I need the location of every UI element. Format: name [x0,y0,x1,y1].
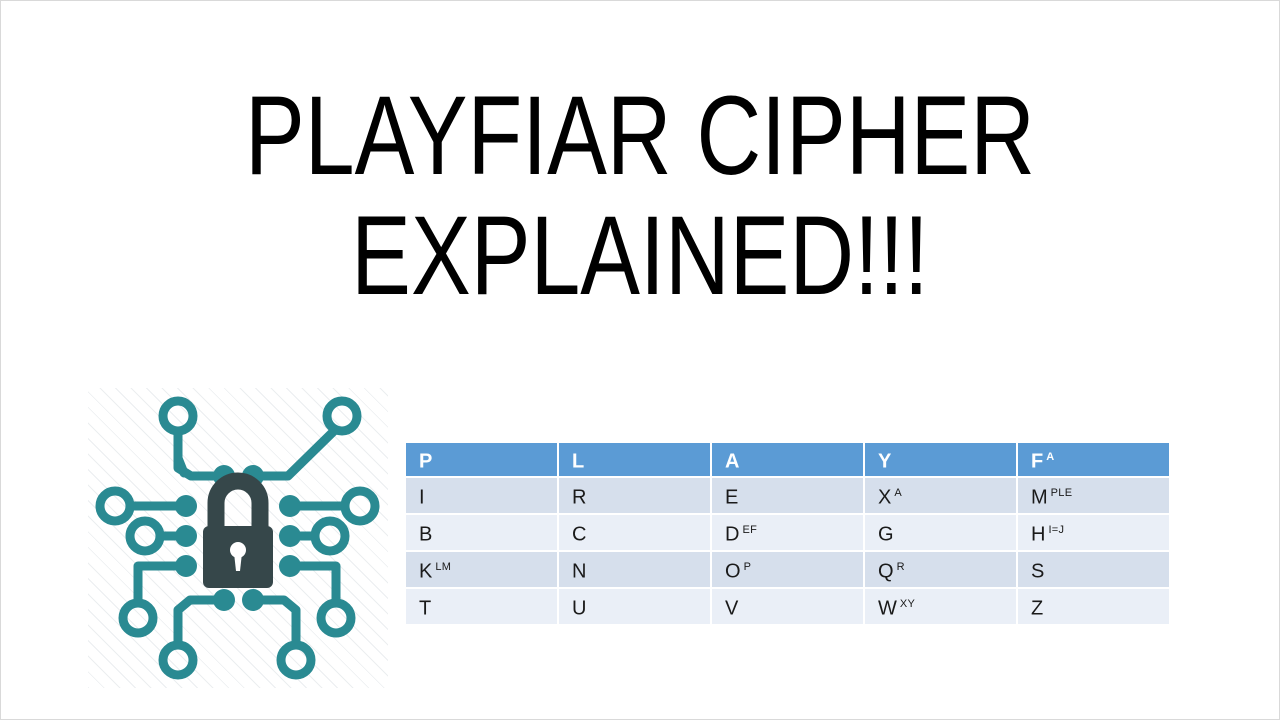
table-cell: V [712,589,863,624]
cell-superscript: P [743,561,752,574]
table-header-cell: Y [865,443,1016,476]
cell-letter: S [1031,560,1045,583]
cell-letter: X [878,486,892,509]
table-header-cell: P [406,443,557,476]
title-line-2: EXPLAINED!!! [351,193,929,318]
cell-letter: A [725,450,740,473]
table-cell: I [406,478,557,513]
cell-letter: H [1031,523,1046,546]
padlock-glyph [203,472,273,588]
cell-letter: P [419,450,433,473]
cell-letter: K [419,560,433,583]
cell-superscript: LM [435,561,452,574]
cell-letter: Z [1031,597,1044,620]
cell-letter: O [725,560,741,583]
cell-letter: E [725,486,739,509]
cell-letter: W [878,597,897,620]
cell-superscript: EF [742,524,758,537]
slide-title: PLAYFIAR CIPHER EXPLAINED!!! [60,76,1220,316]
cell-letter: L [572,450,585,473]
cell-letter: C [572,523,587,546]
cell-superscript: R [896,561,905,574]
cell-letter: Y [878,450,892,473]
table-header-cell: A [712,443,863,476]
cell-letter: V [725,597,739,620]
cell-letter: U [572,597,587,620]
cell-superscript: A [894,487,902,500]
cell-letter: G [878,523,894,546]
slide-border-left [0,0,1,720]
cell-letter: D [725,523,740,546]
table-cell: G [865,515,1016,550]
cell-letter: F [1031,450,1044,473]
table-cell: N [559,552,710,587]
table-cell: U [559,589,710,624]
cell-superscript: PLE [1050,487,1073,500]
cell-letter: N [572,560,587,583]
table-cell: E [712,478,863,513]
cell-letter: T [419,597,432,620]
cell-letter: B [419,523,433,546]
cell-letter: Q [878,560,894,583]
table-cell: Z [1018,589,1169,624]
cell-superscript: I=J [1048,524,1065,537]
circuit-lock-icon-tile [88,388,388,688]
table-cell: B [406,515,557,550]
table-header-cell: L [559,443,710,476]
cell-letter: R [572,486,587,509]
circuit-lock-icon [95,396,380,680]
cell-letter: I [419,486,425,509]
table-cell: S [1018,552,1169,587]
cell-superscript: A [1046,451,1055,464]
title-line-1: PLAYFIAR CIPHER [245,73,1035,198]
table-cell: C [559,515,710,550]
slide-border-top [0,0,1280,1]
cell-letter: M [1031,486,1048,509]
table-cell: R [559,478,710,513]
table-cell: T [406,589,557,624]
cell-superscript: XY [899,598,916,611]
